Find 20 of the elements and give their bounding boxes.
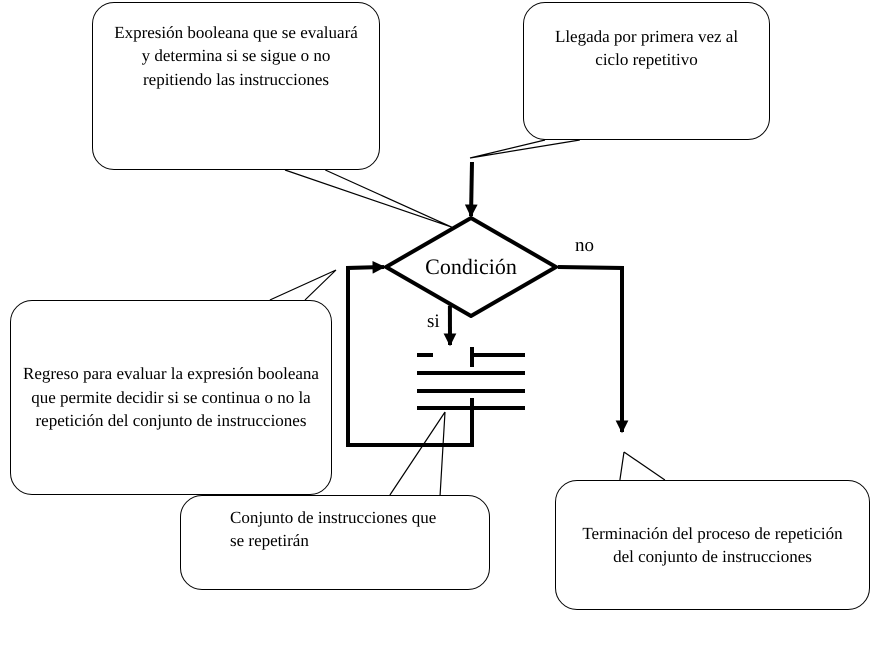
leader-line (284, 169, 452, 228)
arrow (558, 265, 628, 434)
callout-bubble (523, 2, 770, 140)
arrow (464, 162, 478, 218)
callout-bubble (180, 495, 490, 590)
callout-text: Llegada por primera vez al ciclo repetitivo (554, 26, 740, 72)
arrow (346, 260, 474, 447)
condition-text: Condición (425, 254, 517, 280)
callout-bubble (10, 300, 332, 495)
callout-bubble (555, 480, 870, 610)
leader-line (269, 269, 337, 301)
arrow (444, 306, 456, 346)
callout-text: Regreso para evaluar la expresión booleana que permite decidir si se continua o no la repetición del conjunto de instrucciones (22, 363, 320, 432)
callout-text: Expresión booleana que se evaluará y determina si se sigue o no repitiendo las instrucciones (113, 22, 359, 91)
leader-line (389, 411, 446, 496)
callout-bubble (92, 2, 380, 170)
leader-line (469, 139, 580, 159)
leader-line (619, 451, 666, 481)
callout-text: Conjunto de instrucciones que se repetirán (230, 507, 438, 552)
callout-text: Terminación del proceso de repetición del conjunto de instrucciones (581, 522, 844, 568)
